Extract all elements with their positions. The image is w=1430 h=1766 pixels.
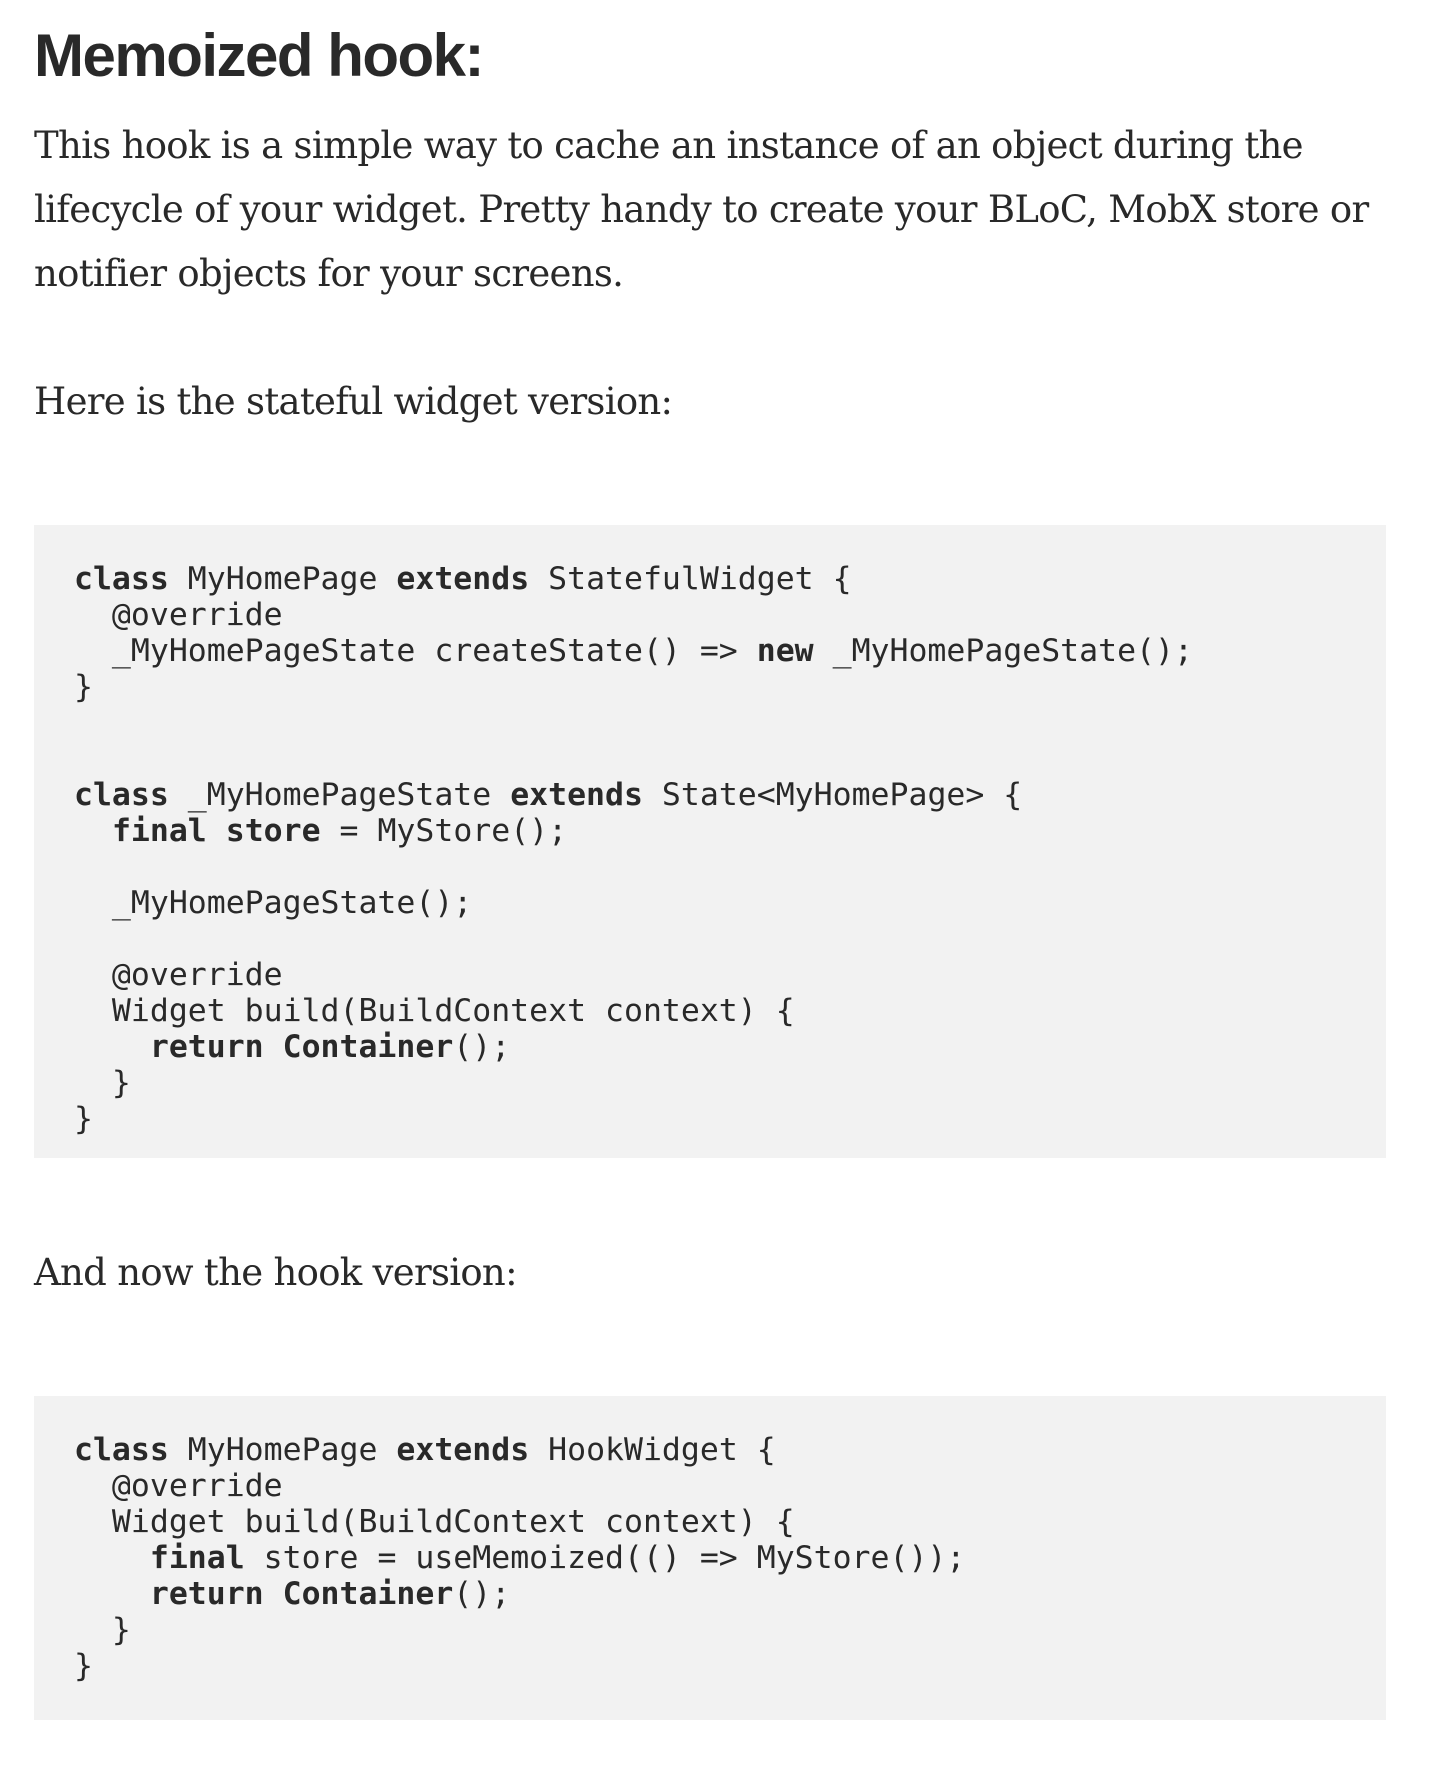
code-keyword: extends [510, 777, 643, 813]
code-line: final store = useMemoized(() => MyStore(… [74, 1540, 1386, 1576]
code-text: StatefulWidget { [529, 561, 852, 597]
code-line: _MyHomePageState createState() => new _M… [74, 633, 1386, 669]
code-keyword: return Container [149, 1029, 454, 1065]
code-indent [74, 1029, 150, 1065]
code-line: @override [74, 1468, 283, 1504]
code-text: HookWidget { [529, 1432, 776, 1468]
code-line: @override [74, 957, 283, 993]
code-line: @override [74, 597, 283, 633]
stateful-code-block: class MyHomePage extends StatefulWidget … [34, 525, 1386, 1158]
code-line: } [74, 1101, 93, 1137]
code-text: MyHomePage [168, 1432, 397, 1468]
code-keyword: class [74, 777, 169, 813]
section-heading: Memoized hook: [34, 22, 485, 89]
code-text: (); [453, 1029, 511, 1065]
code-text: State<MyHomePage> { [642, 777, 1023, 813]
code-line: return Container(); [74, 1029, 1386, 1065]
code-line: } [74, 1648, 93, 1684]
hook-code-block: class MyHomePage extends HookWidget { @o… [34, 1396, 1386, 1720]
code-blank-line [74, 921, 1386, 957]
code-keyword: final [149, 1540, 245, 1576]
code-line: } [74, 669, 93, 705]
code-blank-line [74, 849, 1386, 885]
stateful-intro-paragraph: Here is the stateful widget version: [34, 380, 673, 423]
code-keyword: return Container [149, 1576, 454, 1612]
code-line: return Container(); [74, 1576, 1386, 1612]
code-text: (); [453, 1576, 511, 1612]
code-line: final store = MyStore(); [74, 813, 1386, 849]
code-text: MyHomePage [168, 561, 397, 597]
code-keyword: final store [111, 813, 321, 849]
code-line: class _MyHomePageState extends State<MyH… [74, 777, 1386, 813]
code-indent [74, 813, 112, 849]
code-line: Widget build(BuildContext context) { [74, 1504, 795, 1540]
code-blank-line [74, 741, 1386, 777]
code-indent [74, 1540, 150, 1576]
code-text: store = useMemoized(() => MyStore()); [244, 1540, 966, 1576]
code-line: _MyHomePageState(); [74, 885, 473, 921]
code-text: _MyHomePageState createState() => [74, 633, 757, 669]
code-text: _MyHomePageState(); [813, 633, 1193, 669]
code-keyword: class [74, 1432, 169, 1468]
code-keyword: new [756, 633, 814, 669]
code-text: = MyStore(); [320, 813, 568, 849]
code-blank-line [74, 705, 1386, 741]
code-indent [74, 1576, 150, 1612]
code-text: _MyHomePageState [168, 777, 511, 813]
code-line: Widget build(BuildContext context) { [74, 993, 795, 1029]
code-keyword: extends [396, 561, 530, 597]
code-keyword: extends [396, 1432, 530, 1468]
code-line: class MyHomePage extends HookWidget { [74, 1432, 1386, 1468]
hook-intro-paragraph: And now the hook version: [34, 1251, 518, 1294]
code-line: } [74, 1612, 131, 1648]
code-line: class MyHomePage extends StatefulWidget … [74, 561, 1386, 597]
code-line: } [74, 1065, 131, 1101]
code-keyword: class [74, 561, 169, 597]
intro-paragraph: This hook is a simple way to cache an in… [34, 124, 1369, 295]
